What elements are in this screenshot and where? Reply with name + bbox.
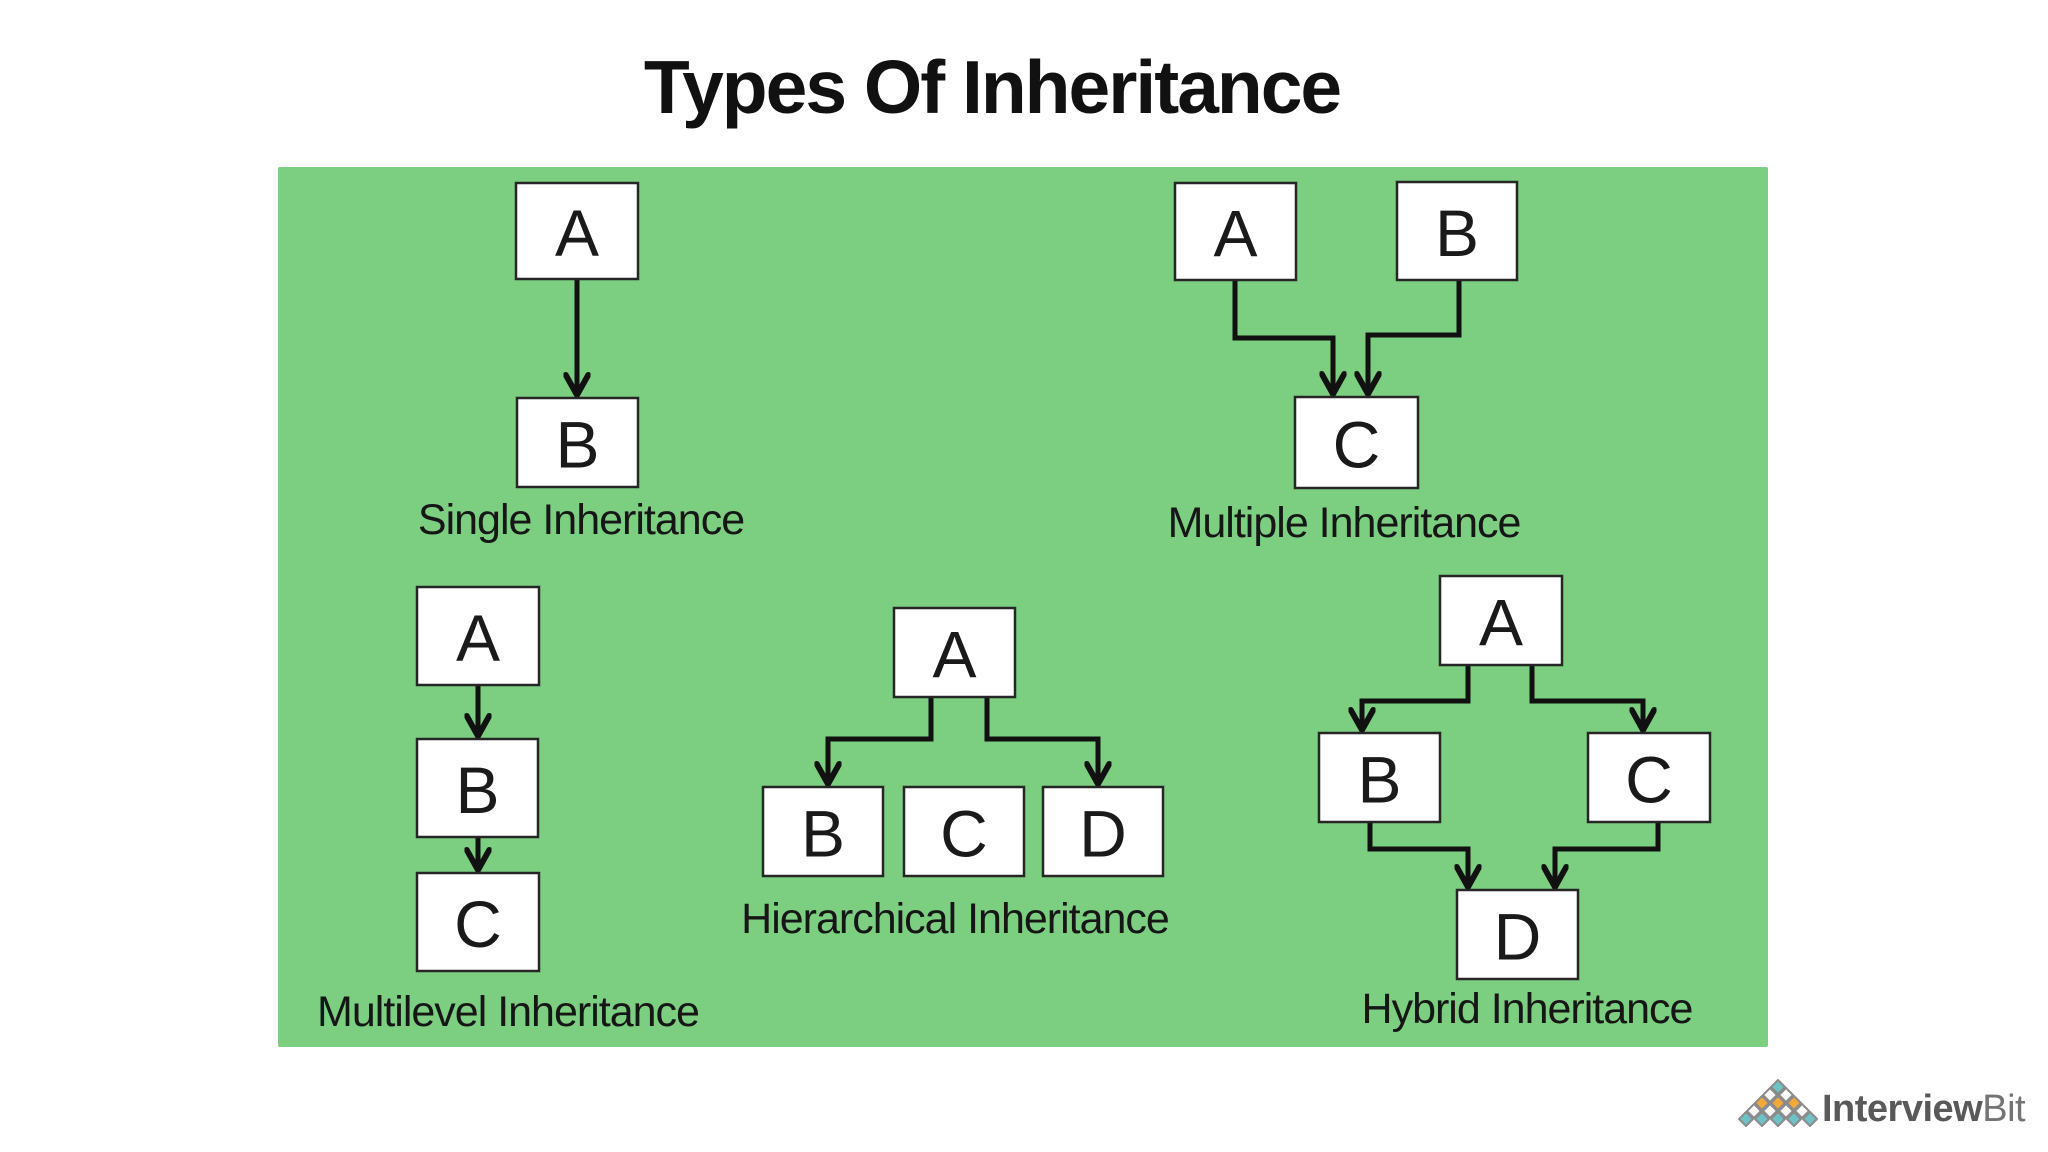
- logo-diamond-teal: [1802, 1111, 1818, 1127]
- label-hierarchical: Hierarchical Inheritance: [741, 895, 1170, 943]
- node-letter-multiple-B: B: [1435, 196, 1479, 270]
- logo-diamond-orange: [1770, 1095, 1786, 1111]
- node-box-hierarchical-C: [902, 785, 1026, 878]
- edge-hybrid-B-D: [1367, 822, 1468, 886]
- node-box-hierarchical-A: [892, 606, 1017, 699]
- interviewbit-pyramid-icon: [1738, 1079, 1818, 1127]
- node-letter-hybrid-C: C: [1625, 743, 1673, 817]
- logo-diamond-orange: [1754, 1095, 1770, 1111]
- node-letter-hierarchical-A: A: [932, 618, 976, 692]
- node-letter-hybrid-B: B: [1357, 743, 1401, 817]
- node-letter-hierarchical-C: C: [940, 797, 988, 871]
- edge-multiple-A-C: [1232, 280, 1333, 393]
- edge-hybrid-A-B: [1362, 665, 1471, 729]
- node-letter-single-B: B: [555, 408, 599, 482]
- node-box-multiple-B: [1395, 180, 1519, 282]
- node-box-hybrid-B: [1317, 731, 1442, 824]
- node-box-hybrid-C: [1586, 731, 1712, 824]
- edge-hybrid-A-C: [1529, 665, 1643, 729]
- logo-diamond-white: [1794, 1103, 1810, 1119]
- node-letter-hybrid-A: A: [1479, 586, 1523, 660]
- logo-diamond-teal: [1770, 1079, 1786, 1095]
- label-single: Single Inheritance: [417, 496, 745, 544]
- label-multilevel: Multilevel Inheritance: [317, 988, 700, 1036]
- page-title: Types Of Inheritance: [643, 45, 1342, 129]
- node-box-multiple-A: [1173, 181, 1298, 282]
- node-box-hierarchical-D: [1041, 785, 1165, 878]
- interviewbit-logo: InterviewBit: [1736, 1078, 2048, 1142]
- node-box-multilevel-B: [415, 737, 540, 839]
- node-letter-multilevel-B: B: [455, 753, 499, 827]
- node-letter-multilevel-A: A: [456, 601, 500, 675]
- logo-diamond-white: [1762, 1087, 1778, 1103]
- node-letter-multiple-C: C: [1333, 408, 1381, 482]
- logo-diamond-teal: [1770, 1111, 1786, 1127]
- logo-text-bit: Bit: [1982, 1088, 2026, 1130]
- node-box-hierarchical-B: [761, 785, 885, 878]
- label-hybrid: Hybrid Inheritance: [1361, 985, 1694, 1033]
- logo-diamond-white: [1778, 1103, 1794, 1119]
- logo-diamond-teal: [1754, 1111, 1770, 1127]
- logo-diamond-white: [1778, 1087, 1794, 1103]
- label-multiple: Multiple Inheritance: [1167, 499, 1522, 547]
- interviewbit-wordmark: InterviewBit: [1822, 1088, 2026, 1131]
- edge-hierarchical-A-D: [984, 697, 1098, 783]
- node-letter-multiple-A: A: [1213, 197, 1257, 271]
- node-letter-hierarchical-D: D: [1079, 797, 1127, 871]
- node-box-hybrid-D: [1455, 888, 1580, 981]
- edge-hierarchical-A-B: [828, 697, 934, 783]
- logo-diamond-white: [1762, 1103, 1778, 1119]
- node-letter-single-A: A: [555, 196, 599, 270]
- node-box-hybrid-A: [1438, 574, 1564, 667]
- node-letter-multilevel-C: C: [454, 887, 502, 961]
- edge-multiple-B-C: [1368, 280, 1462, 393]
- logo-diamond-white: [1746, 1103, 1762, 1119]
- node-letter-hybrid-D: D: [1494, 900, 1542, 974]
- node-box-multiple-C: [1293, 395, 1420, 490]
- edge-hybrid-C-D: [1555, 822, 1661, 886]
- node-box-multilevel-C: [415, 871, 541, 973]
- logo-text-interview: Interview: [1822, 1088, 1983, 1130]
- node-box-single-A: [514, 181, 640, 281]
- logo-diamond-orange: [1786, 1095, 1802, 1111]
- node-box-single-B: [515, 396, 640, 489]
- node-letter-hierarchical-B: B: [801, 797, 845, 871]
- node-box-multilevel-A: [415, 585, 541, 687]
- logo-diamond-teal: [1786, 1111, 1802, 1127]
- logo-diamond-teal: [1738, 1111, 1754, 1127]
